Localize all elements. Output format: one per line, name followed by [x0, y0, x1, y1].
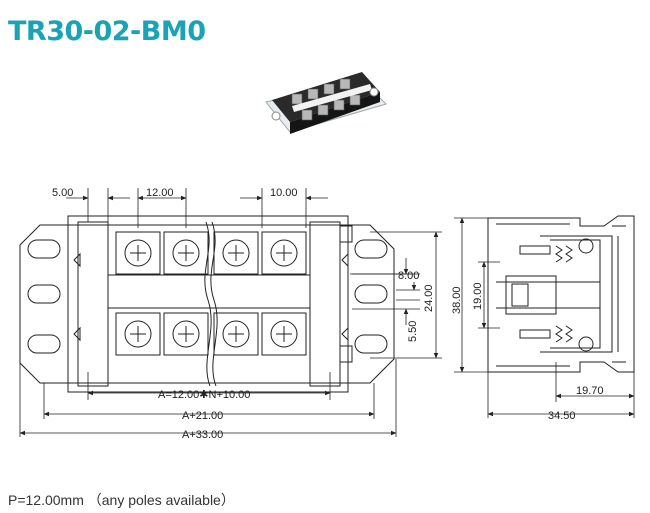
- front-view: [19, 215, 395, 393]
- dim-A21: A+21.00: [182, 410, 223, 422]
- front-bottom-dims: [19, 359, 397, 437]
- screws: [124, 239, 298, 348]
- dim-spacing: 10.00: [270, 187, 298, 199]
- dim-A: A=12.00✱N+10.00: [158, 389, 250, 401]
- dim-38: 38.00: [451, 286, 463, 314]
- product-photo: [265, 72, 387, 134]
- dim-8: 8.00: [398, 270, 419, 282]
- pitch-note: P=12.00mm （any poles available）: [8, 492, 235, 508]
- side-view: [487, 215, 635, 373]
- side-dims: [454, 217, 635, 418]
- dim-19-7: 19.70: [576, 385, 604, 397]
- dim-pitch: 12.00: [146, 187, 174, 199]
- dim-19: 19.00: [472, 282, 484, 310]
- dim-5-5: 5.50: [407, 321, 419, 342]
- dim-left-offset: 5.00: [52, 187, 73, 199]
- dim-34-5: 34.50: [548, 410, 576, 422]
- front-right-dims: [350, 231, 442, 359]
- dim-24: 24.00: [423, 284, 435, 312]
- product-title: TR30-02-BM0: [8, 16, 206, 47]
- dim-A33: A+33.00: [182, 429, 223, 441]
- front-top-dims: [66, 188, 328, 228]
